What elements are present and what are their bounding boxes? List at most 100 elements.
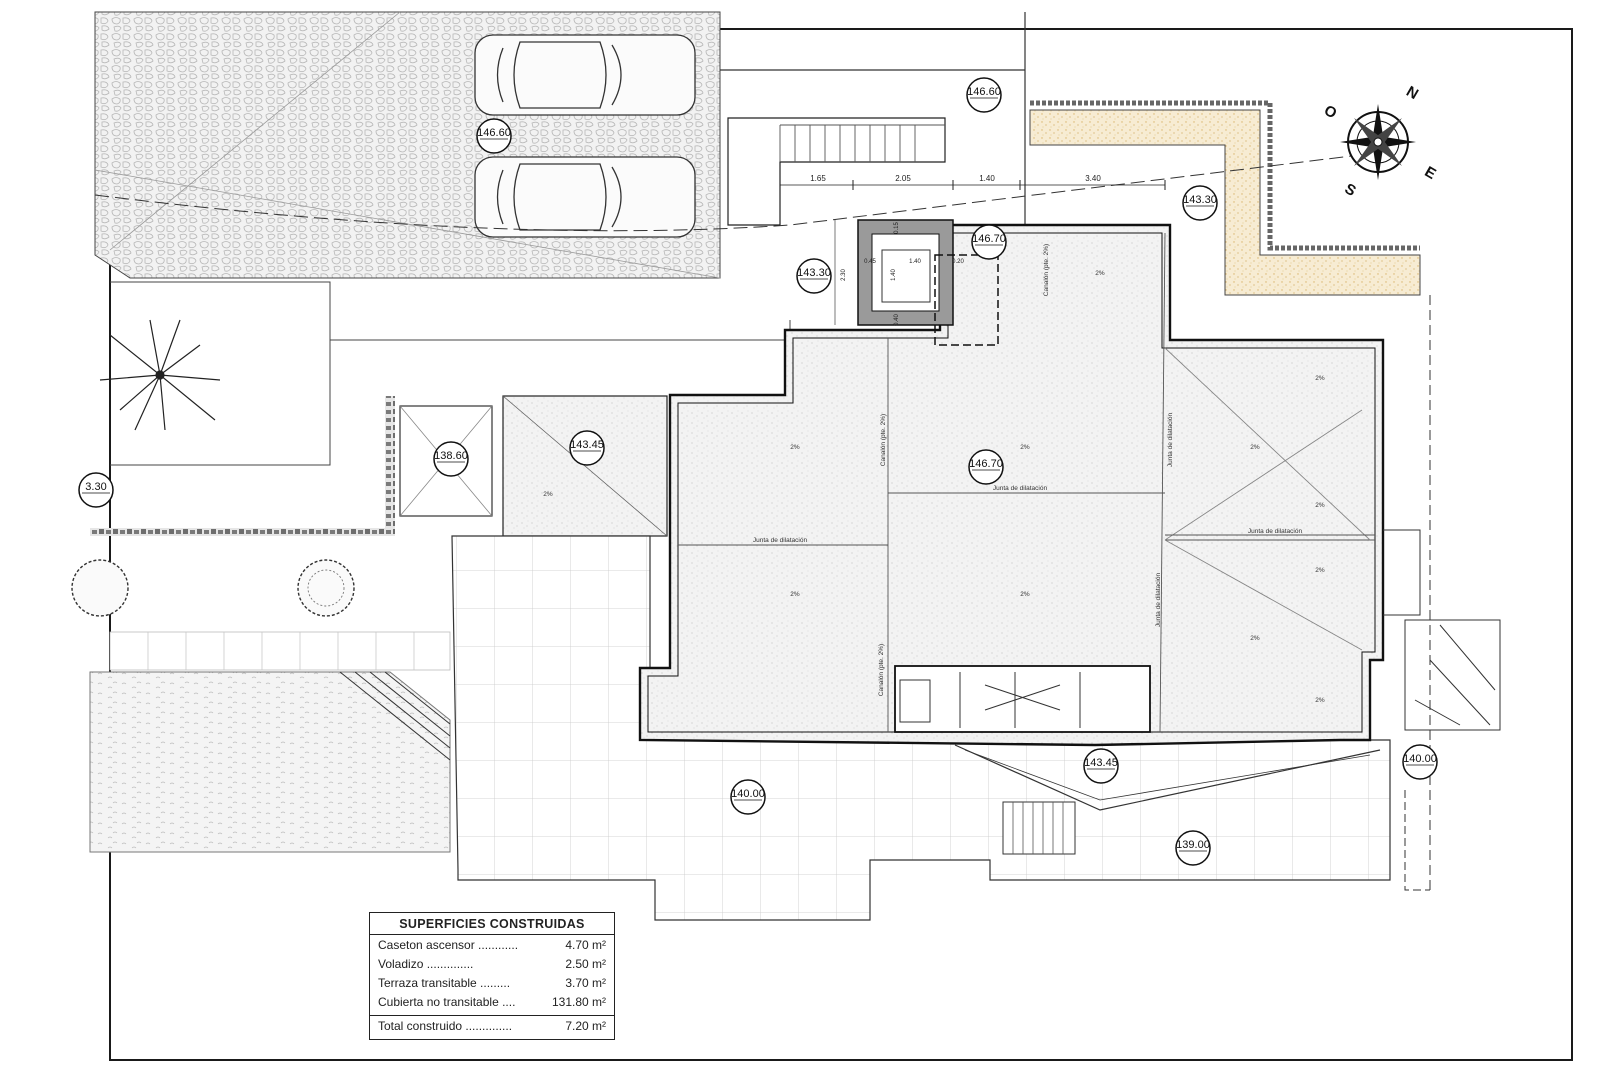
elevation-marker: 140.00	[730, 779, 766, 815]
gutter-label-3: Canalón (pte. 2%)	[1043, 244, 1050, 296]
elevation-value: 146.60	[477, 127, 511, 139]
elevator-inner-dim: 1.40	[891, 269, 897, 281]
elevator-dims: 2.30 1.40 0.45 0.20 1.40 0.15 0.40	[834, 220, 964, 326]
legend-total-value: 7.20 m²	[565, 1019, 606, 1033]
legend-row-name: Caseton ascensor ............	[378, 938, 519, 952]
small-terrace-diagonal	[502, 395, 668, 537]
elevator-top-dim: 0.15	[894, 222, 900, 234]
stone-border	[1030, 100, 1420, 251]
joint-label-3: Junta de dilatación	[1248, 528, 1303, 535]
right-stair	[1404, 619, 1501, 731]
tree-icon	[71, 559, 129, 617]
legend-title: SUPERFICIES CONSTRUIDAS	[370, 913, 614, 935]
joint-label-2: Junta de dilatación	[753, 537, 808, 544]
slope-markers: 2% 2% 2% 2% 2% 2% 2% 2% 2% 2% 2% 2%	[543, 270, 1325, 704]
slope-5: 2%	[1020, 591, 1030, 598]
stone-strip-vertical	[385, 396, 395, 536]
elevation-marker: 143.30	[1182, 185, 1218, 221]
slope-4: 2%	[790, 591, 800, 598]
elevator-bottom-dim: 0.40	[894, 314, 900, 326]
slope-6: 2%	[1250, 635, 1260, 642]
legend-row: Voladizo .............. 2.50 m²	[370, 954, 614, 973]
elevation-value: 3.30	[85, 481, 106, 493]
right-terrace-dashed	[1404, 790, 1430, 891]
elevation-value: 143.45	[1084, 757, 1118, 769]
elevation-value: 146.70	[972, 233, 1006, 245]
lawn-strip	[109, 631, 451, 671]
legend-row: Terraza transitable ......... 3.70 m²	[370, 973, 614, 992]
elevation-marker: 143.45	[569, 430, 605, 466]
front-path-inner	[964, 749, 1371, 801]
legend-total-name: Total construido ..............	[378, 1019, 513, 1033]
legend-total-row: Total construido .............. 7.20 m²	[370, 1016, 614, 1039]
legend-row-value: 131.80 m²	[551, 995, 606, 1009]
slope-10: 2%	[1315, 502, 1325, 509]
dim-3: 1.40	[979, 174, 995, 183]
elevation-value: 143.30	[797, 267, 831, 279]
joint-label-5: Junta de dilatación	[1155, 573, 1162, 628]
gravel-garden	[1029, 109, 1421, 296]
plot-boundary	[109, 28, 1573, 1061]
legend-row-value: 4.70 m²	[565, 938, 606, 952]
lawn-strip-lines	[147, 632, 415, 670]
elevation-value: 143.30	[1183, 194, 1217, 206]
legend-divider	[370, 1015, 614, 1016]
main-roof-inner	[647, 232, 1376, 733]
elevation-marker: 146.60	[476, 118, 512, 154]
dim-2: 2.05	[895, 174, 911, 183]
driveway-diagonal-2	[109, 11, 401, 251]
elevation-marker: 3.30	[78, 472, 114, 508]
compass-north: N	[1403, 83, 1421, 103]
dim-1: 1.65	[810, 174, 826, 183]
compass-west: O	[1321, 102, 1340, 123]
elevator-left-dim: 0.45	[864, 259, 876, 265]
slope-12: 2%	[1315, 697, 1325, 704]
roof-joints	[678, 232, 1375, 733]
elevator-width-dim: 1.40	[909, 259, 921, 265]
joint-label-4: Junta de dilatación	[1167, 413, 1174, 468]
elevator-cabin	[871, 233, 940, 312]
front-path	[954, 744, 1381, 811]
slope-7: 2%	[543, 491, 553, 498]
gutter-label-2: Canalón (pte. 2%)	[878, 644, 885, 696]
elevation-value: 140.00	[731, 788, 765, 800]
elevation-marker: 139.00	[1175, 830, 1211, 866]
dim-4: 3.40	[1085, 174, 1101, 183]
palm-tree-icon	[99, 319, 221, 431]
lower-stair	[1002, 801, 1076, 855]
alignment-line	[94, 149, 1401, 232]
built-areas-legend: SUPERFICIES CONSTRUIDAS Caseton ascensor…	[369, 912, 615, 1040]
elevation-marker: 146.70	[968, 449, 1004, 485]
elevation-value: 139.00	[1176, 839, 1210, 851]
legend-row-name: Terraza transitable .........	[378, 976, 511, 990]
pool-steps	[339, 671, 451, 761]
elevator-right-dim: 0.20	[952, 259, 964, 265]
elevation-value: 140.00	[1403, 753, 1437, 765]
elevator-height-dim: 2.30	[841, 269, 847, 281]
right-lower-wall	[1383, 529, 1421, 616]
car-icon	[474, 156, 696, 238]
legend-row: Caseton ascensor ............ 4.70 m²	[370, 935, 614, 954]
legend-row-name: Cubierta no transitable ....	[378, 995, 516, 1009]
elevation-value: 146.60	[967, 86, 1001, 98]
tree-icon	[297, 559, 355, 617]
legend-row: Cubierta no transitable .... 131.80 m²	[370, 992, 614, 1011]
top-dimension-chain: 1.65 2.05 1.40 3.40	[779, 174, 1166, 190]
slope-1: 2%	[790, 444, 800, 451]
elevation-marker: 146.60	[966, 77, 1002, 113]
elevation-value: 146.70	[969, 458, 1003, 470]
joint-label-1: Junta de dilatación	[993, 485, 1048, 492]
stair-steps	[779, 124, 945, 162]
elevation-marker: 146.70	[971, 224, 1007, 260]
stone-strip	[90, 528, 390, 536]
legend-row-value: 2.50 m²	[565, 957, 606, 971]
gutter-label-1: Canalón (pte. 2%)	[880, 414, 887, 466]
elevation-marker: 143.30	[796, 258, 832, 294]
skylight-panels	[899, 672, 1081, 728]
car-icon	[474, 34, 696, 116]
compass-east: E	[1422, 163, 1439, 183]
slope-11: 2%	[1315, 567, 1325, 574]
slope-9: 2%	[1315, 375, 1325, 382]
slope-8: 2%	[1095, 270, 1105, 277]
